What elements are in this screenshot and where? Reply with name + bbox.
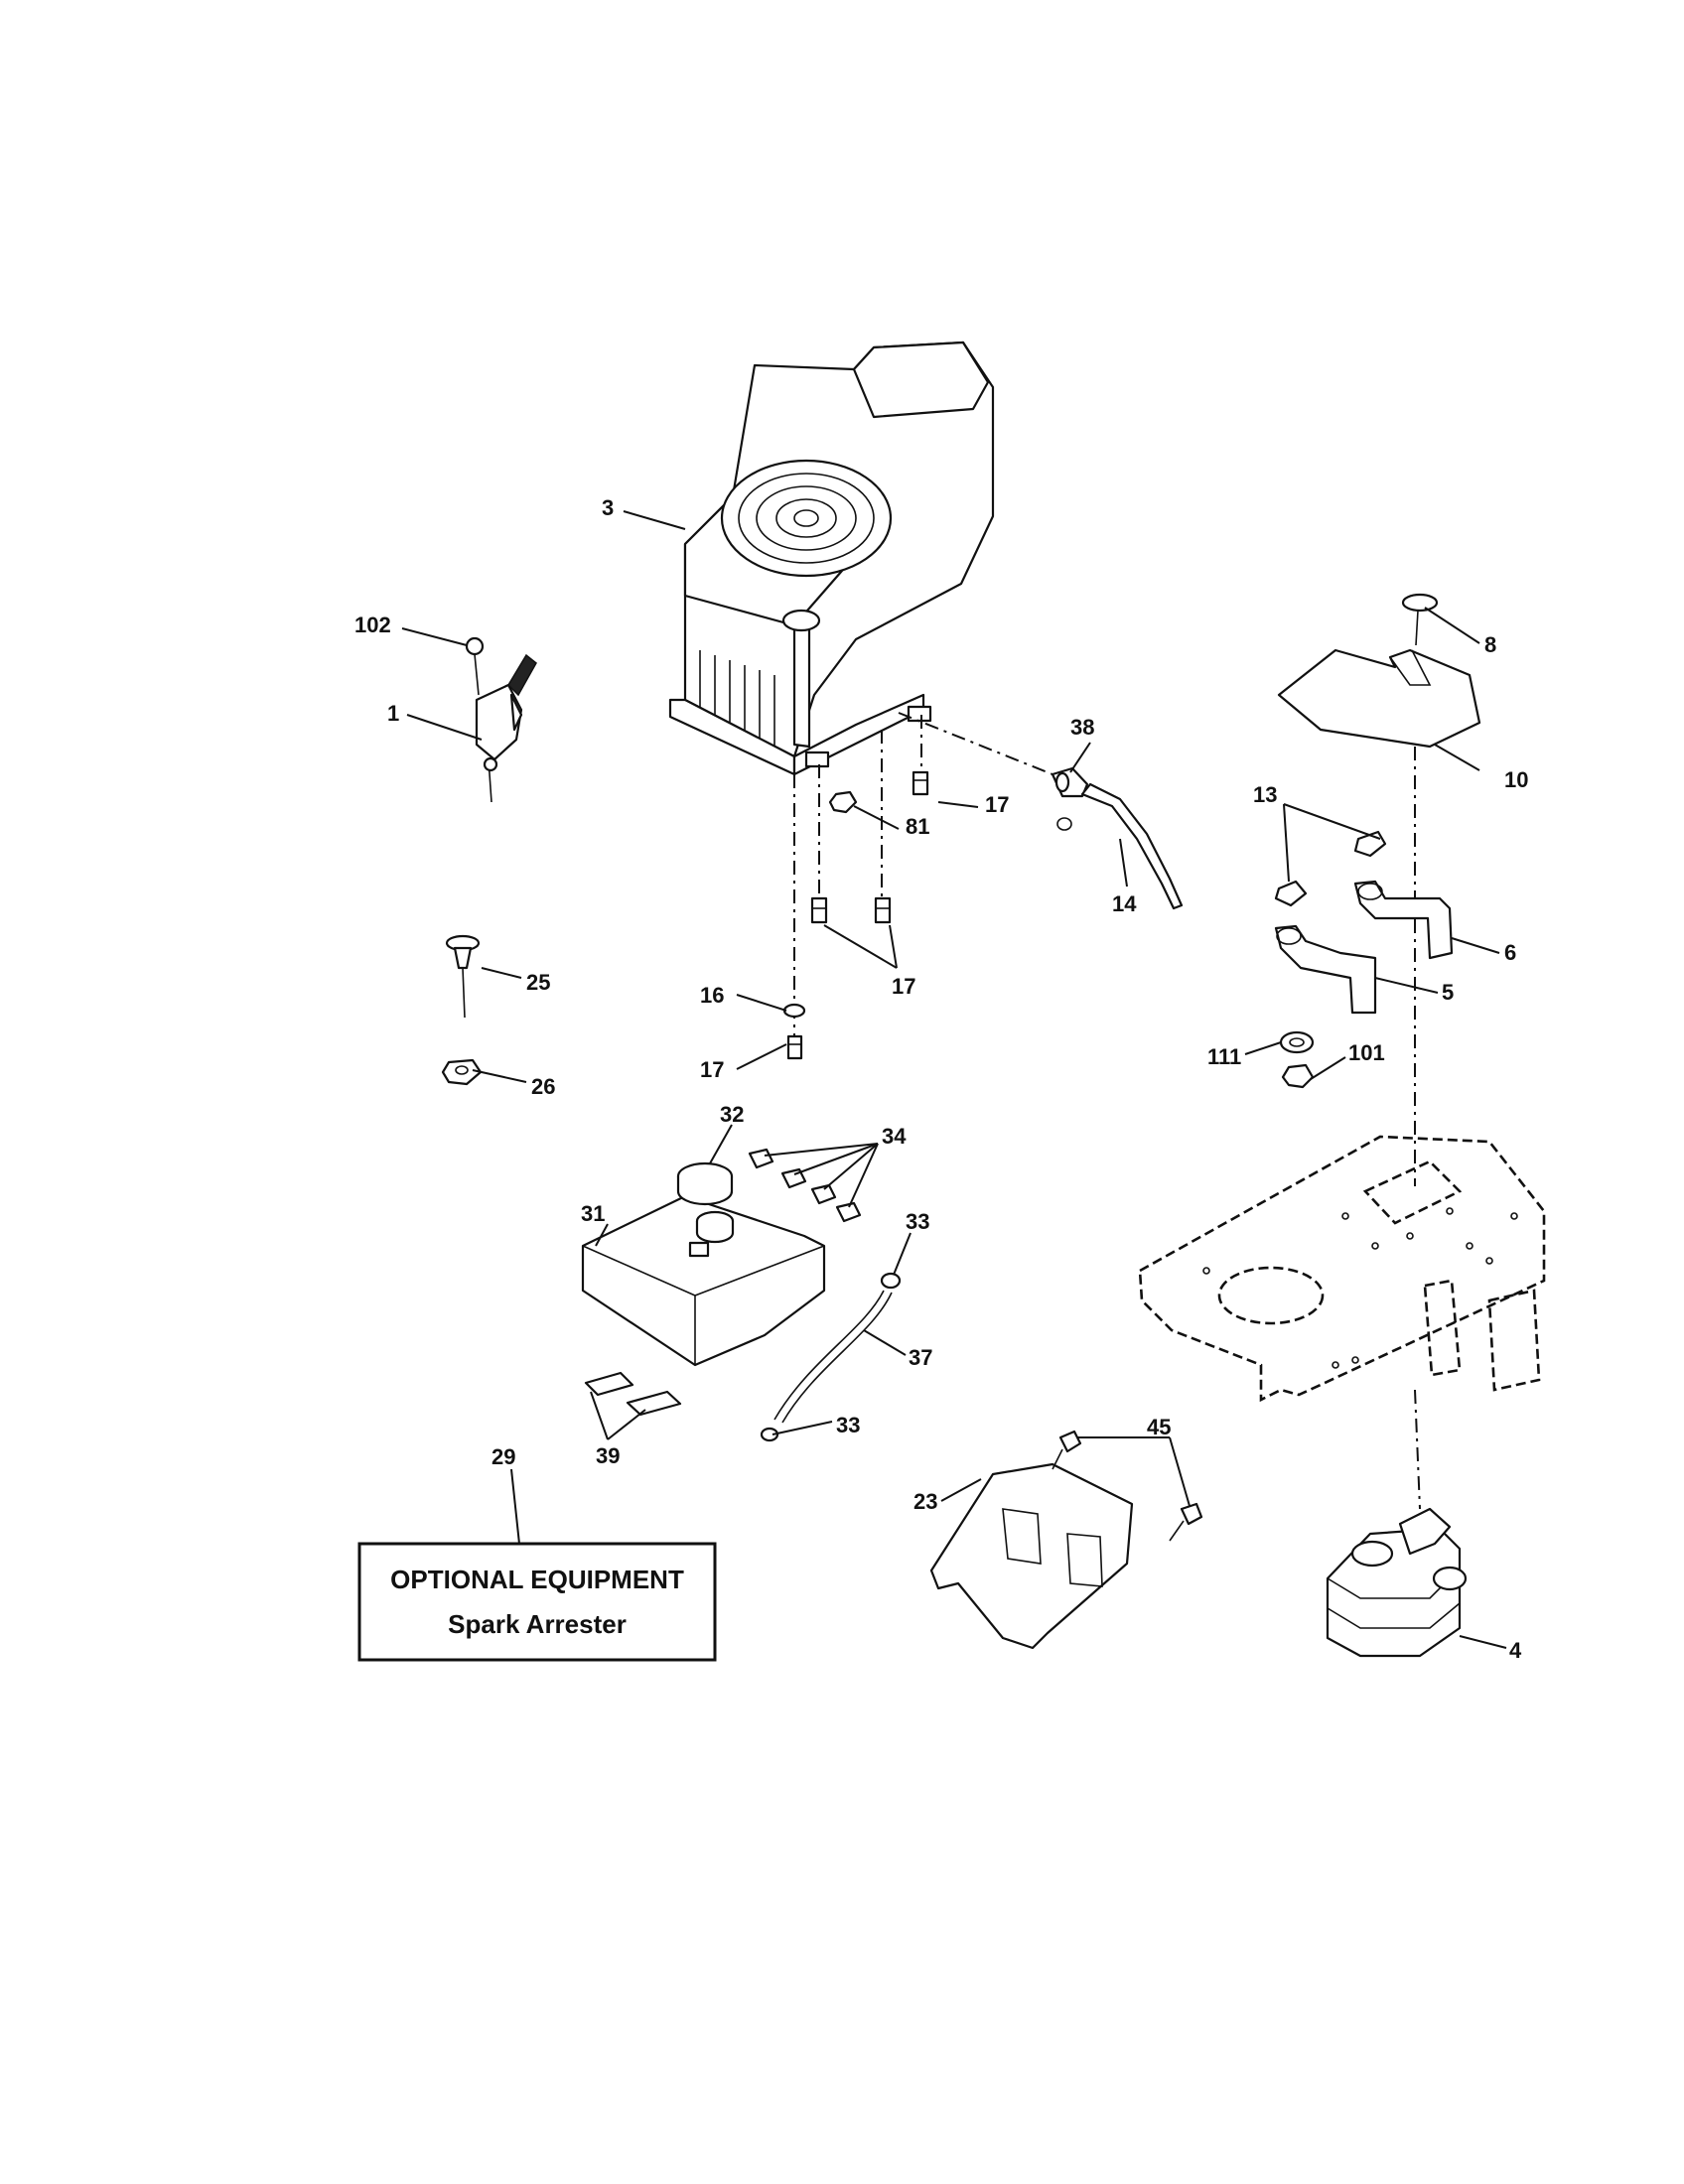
callout-13: 13 (1253, 782, 1277, 807)
callout-38: 38 (1070, 715, 1094, 740)
callout-26: 26 (531, 1074, 555, 1099)
callout-3: 3 (602, 495, 614, 520)
throttle-control (465, 636, 537, 803)
spark-arrester-label: Spark Arrester (448, 1609, 627, 1639)
callout-81: 81 (906, 814, 929, 839)
callout-1: 1 (387, 701, 399, 726)
muffler (1326, 1389, 1468, 1658)
heat-shield (1277, 593, 1481, 1186)
engine-bolts (782, 715, 929, 1062)
callout-37: 37 (909, 1345, 932, 1370)
callout-16: 16 (700, 983, 724, 1008)
callout-45: 45 (1147, 1415, 1171, 1439)
callout-5: 5 (1442, 980, 1454, 1005)
callout-17b: 17 (892, 974, 915, 999)
spark-arrester-shield (929, 1430, 1203, 1650)
engine-cover (581, 1148, 862, 1417)
callout-39: 39 (596, 1443, 620, 1468)
callout-111: 111 (1207, 1044, 1241, 1069)
callout-101: 101 (1348, 1040, 1385, 1065)
callout-17a: 17 (985, 792, 1009, 817)
callout-23: 23 (913, 1489, 937, 1514)
callout-102: 102 (354, 613, 391, 637)
callout-labels: 3 102 1 38 17 81 14 17 16 17 8 10 13 6 5… (354, 495, 1528, 1663)
callout-4: 4 (1509, 1638, 1522, 1663)
optional-equipment-title: OPTIONAL EQUIPMENT (390, 1565, 684, 1594)
choke-cable (445, 934, 481, 1019)
callout-33a: 33 (906, 1209, 929, 1234)
nut-part-26 (441, 1058, 483, 1086)
callout-10: 10 (1504, 767, 1528, 792)
callout-14: 14 (1112, 891, 1137, 916)
callout-33b: 33 (836, 1413, 860, 1437)
exhaust-pipes (1274, 830, 1454, 1089)
callout-8: 8 (1484, 632, 1496, 657)
callout-34: 34 (882, 1124, 907, 1149)
leader-lines (401, 510, 1507, 1649)
callout-17c: 17 (700, 1057, 724, 1082)
engine-assembly (668, 341, 995, 776)
fuel-hose (760, 1272, 902, 1442)
optional-equipment-box: OPTIONAL EQUIPMENT Spark Arrester (357, 1542, 717, 1662)
callout-29: 29 (491, 1444, 515, 1469)
callout-25: 25 (526, 970, 550, 995)
fuel-line (898, 712, 1184, 910)
tractor-frame (1138, 1135, 1546, 1403)
callout-31: 31 (581, 1201, 605, 1226)
callout-6: 6 (1504, 940, 1516, 965)
callout-32: 32 (720, 1102, 744, 1127)
